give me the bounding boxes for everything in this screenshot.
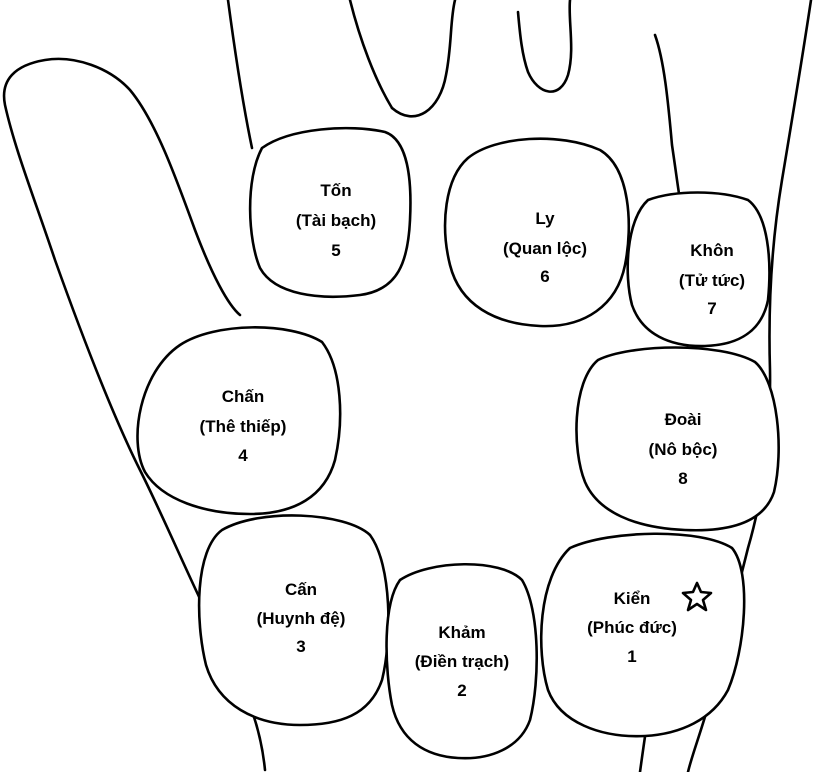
mount-ly: Ly (Quan lộc) 6 [443,137,631,328]
mount-chan: Chấn (Thê thiếp) 4 [136,326,342,516]
mount-ton-meaning: (Tài bạch) [296,211,376,230]
mount-khon: Khôn (Tử tức) 7 [626,191,771,348]
index-finger-outline [226,0,254,150]
mount-kien: Kiển (Phúc đức) 1 [539,532,746,738]
mount-ly-number: 6 [540,267,549,286]
mount-kham-name: Khảm [438,623,485,642]
mount-chan-name: Chấn [222,387,265,406]
mount-khon-number: 7 [707,299,716,318]
mount-kham-meaning: (Điền trạch) [415,652,509,671]
mount-ton: Tốn (Tài bạch) 5 [248,126,412,298]
mount-doai-meaning: (Nô bộc) [649,440,718,459]
mount-ly-name: Ly [535,209,555,228]
middle-ring-gap-outline [390,0,457,118]
mount-can-name: Cấn [285,580,317,599]
mount-chan-number: 4 [238,446,248,465]
mount-doai-number: 8 [678,469,687,488]
mount-can-number: 3 [296,637,305,656]
mount-kham: Khảm (Điền trạch) 2 [385,562,538,760]
mount-kien-meaning: (Phúc đức) [587,618,677,637]
star-icon [681,581,713,612]
mount-khon-name: Khôn [690,241,733,260]
mount-can-meaning: (Huynh đệ) [257,609,346,628]
mount-kien-name: Kiển [614,589,651,608]
mount-chan-meaning: (Thê thiếp) [200,417,287,436]
mount-kien-number: 1 [627,647,636,666]
mount-ton-number: 5 [331,241,340,260]
mount-doai: Đoài (Nô bộc) 8 [575,346,780,532]
ring-finger-outline [516,0,573,93]
middle-finger-left-outline [348,0,394,110]
mount-kham-number: 2 [457,681,466,700]
mount-ton-name: Tốn [320,181,351,200]
mount-can: Cấn (Huynh đệ) 3 [197,514,390,727]
mount-ly-meaning: (Quan lộc) [503,239,587,258]
little-finger-outline [653,33,682,202]
mount-doai-name: Đoài [665,410,702,429]
mount-khon-meaning: (Tử tức) [679,271,745,290]
